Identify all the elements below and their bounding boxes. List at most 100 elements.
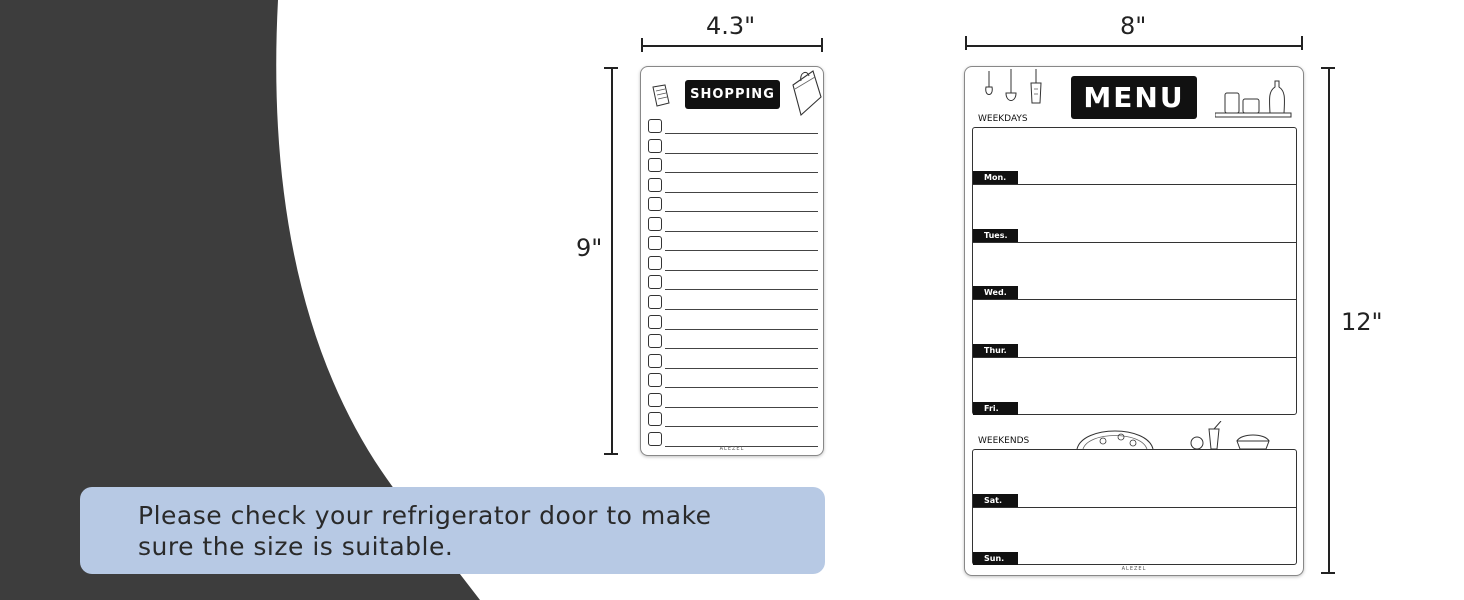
receipt-icon: [652, 84, 670, 107]
checklist-item[interactable]: [648, 373, 818, 389]
checklist-item[interactable]: [648, 138, 818, 155]
checklist-item[interactable]: [648, 197, 818, 213]
weekdays-label: WEEKDAYS: [978, 114, 1028, 124]
checkbox[interactable]: [648, 373, 662, 388]
write-line: [665, 348, 818, 350]
checkbox[interactable]: [648, 138, 662, 153]
checkbox[interactable]: [648, 216, 662, 231]
checklist-item[interactable]: [648, 334, 818, 350]
shopping-height-tick-bottom: [604, 453, 618, 455]
menu-width-tick-left: [965, 36, 967, 50]
write-line: [665, 387, 818, 389]
checklist-item[interactable]: [648, 353, 818, 370]
day-tag: Mon.: [973, 171, 1018, 185]
checkbox[interactable]: [648, 334, 662, 349]
day-row[interactable]: Thur.: [973, 300, 1296, 358]
write-line: [665, 445, 818, 447]
menu-height-label: 12": [1341, 308, 1383, 336]
day-tag: Fri.: [973, 401, 1018, 415]
shopping-list-pad: SHOPPING ALEZEL: [640, 66, 824, 456]
checkbox[interactable]: [648, 158, 662, 173]
checklist-item[interactable]: [648, 158, 818, 174]
checkbox[interactable]: [648, 392, 662, 407]
checkbox[interactable]: [648, 236, 662, 251]
menu-title: MENU: [1071, 76, 1197, 119]
day-row[interactable]: Fri.: [973, 358, 1296, 415]
pizza-icon: [1076, 430, 1154, 449]
write-line: [665, 367, 818, 369]
menu-height-line: [1328, 68, 1330, 574]
checklist-item[interactable]: [648, 294, 818, 311]
write-line: [665, 152, 818, 154]
write-line: [665, 289, 818, 291]
dark-background-shape: [0, 0, 480, 600]
checklist-item[interactable]: [648, 392, 818, 409]
weekdays-grid: Mon. Tues. Wed. Thur. Fri.: [972, 127, 1297, 415]
shopping-brand-mark: ALEZEL: [719, 446, 745, 452]
size-notice-banner: Please check your refrigerator door to m…: [80, 487, 825, 574]
menu-brand-mark: ALEZEL: [1121, 566, 1147, 572]
checklist-item[interactable]: [648, 177, 818, 194]
day-row[interactable]: Mon.: [973, 128, 1296, 186]
write-line: [665, 426, 818, 428]
checkbox[interactable]: [648, 177, 662, 192]
checklist-item[interactable]: [648, 119, 818, 135]
day-row[interactable]: Tues.: [973, 185, 1296, 243]
checklist-item[interactable]: [648, 216, 818, 233]
weekly-menu-pad: MENU WEEKDAYS Mon. Tues. Wed. Thur. Fri. WEE…: [964, 66, 1304, 576]
day-row[interactable]: Wed.: [973, 243, 1296, 301]
checkbox[interactable]: [648, 314, 662, 329]
checklist-item[interactable]: [648, 431, 818, 448]
day-tag: Tues.: [973, 228, 1018, 242]
shopping-width-label: 4.3": [706, 12, 756, 40]
checklist-item[interactable]: [648, 412, 818, 428]
write-line: [665, 406, 818, 408]
day-row[interactable]: Sat.: [973, 450, 1296, 508]
day-tag: Wed.: [973, 286, 1018, 300]
day-tag: Thur.: [973, 343, 1018, 357]
menu-width-line: [966, 45, 1302, 47]
write-line: [665, 230, 818, 232]
checkbox[interactable]: [648, 294, 662, 309]
checkbox[interactable]: [648, 275, 662, 290]
write-line: [665, 191, 818, 193]
weekends-grid: Sat. Sun.: [972, 449, 1297, 566]
checkbox[interactable]: [648, 255, 662, 270]
shopping-width-line: [642, 45, 822, 47]
shopping-width-tick-left: [641, 38, 643, 52]
shopping-bag-icon: [792, 70, 822, 117]
shopping-height-label: 9": [576, 234, 603, 262]
shopping-height-line: [611, 68, 613, 454]
checklist-item[interactable]: [648, 255, 818, 272]
checkbox[interactable]: [648, 197, 662, 212]
day-tag: Sun.: [973, 552, 1018, 566]
checkbox[interactable]: [648, 119, 662, 133]
day-row[interactable]: Sun.: [973, 508, 1296, 566]
checklist-item[interactable]: [648, 275, 818, 291]
kitchen-utensils-icon: [985, 69, 1042, 104]
checklist-item[interactable]: [648, 236, 818, 252]
write-line: [665, 211, 818, 213]
weekends-label: WEEKENDS: [978, 436, 1030, 446]
menu-height-tick-bottom: [1321, 572, 1335, 574]
banner-line-1: Please check your refrigerator door to m…: [138, 501, 712, 530]
shopping-width-tick-right: [821, 38, 823, 52]
checkbox[interactable]: [648, 431, 662, 446]
checklist-item[interactable]: [648, 314, 818, 331]
banner-line-2: sure the size is suitable.: [138, 532, 454, 561]
jars-shelf-icon: [1215, 80, 1292, 118]
write-line: [665, 172, 818, 174]
shopping-height-tick-top: [604, 67, 618, 69]
checkbox[interactable]: [648, 412, 662, 427]
shopping-title: SHOPPING: [685, 80, 780, 109]
write-line: [665, 250, 818, 252]
pie-icon: [1236, 434, 1270, 450]
write-line: [665, 133, 818, 134]
write-line: [665, 269, 818, 271]
write-line: [665, 328, 818, 330]
write-line: [665, 308, 818, 310]
checkbox[interactable]: [648, 353, 662, 368]
menu-width-tick-right: [1301, 36, 1303, 50]
drink-icon: [1190, 421, 1222, 449]
menu-height-tick-top: [1321, 67, 1335, 69]
